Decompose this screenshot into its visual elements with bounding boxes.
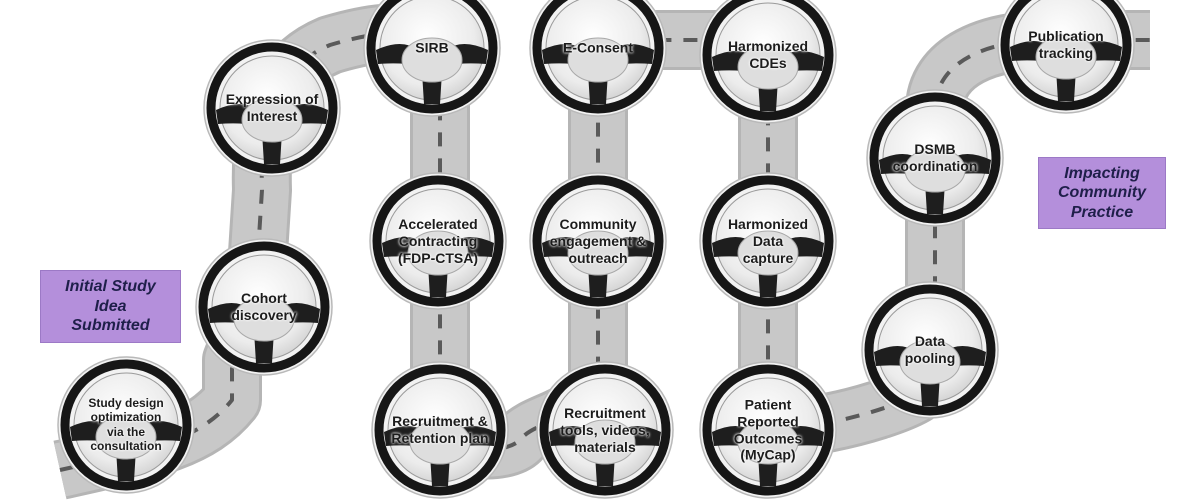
steering-wheel-icon [369, 172, 507, 310]
step-cohort-discovery: Cohort discovery [194, 237, 334, 377]
step-publication: Publication tracking [996, 0, 1136, 115]
steering-wheel-icon [57, 356, 195, 494]
step-study-design: Study design optimization via the consul… [56, 355, 196, 495]
step-sirb: SIRB [362, 0, 502, 118]
step-label: Harmonized Data capture [727, 215, 809, 266]
step-label: Harmonized CDEs [727, 38, 809, 71]
step-harmonized-data: Harmonized Data capture [698, 171, 838, 311]
steering-wheel-icon [195, 238, 333, 376]
step-accelerated-contracting: Accelerated Contracting (FDP-CTSA) [368, 171, 508, 311]
step-recruitment-tools: Recruitment tools, videos, materials [535, 360, 675, 500]
step-e-consent: E-Consent [528, 0, 668, 118]
step-label: Expression of Interest [225, 91, 319, 124]
step-label: Study design optimization via the consul… [88, 396, 164, 454]
step-label: Accelerated Contracting (FDP-CTSA) [397, 215, 479, 266]
steering-wheel-icon [861, 281, 999, 419]
step-label: Community engagement & outreach [549, 215, 647, 266]
step-patient-reported: Patient Reported Outcomes (MyCap) [698, 360, 838, 500]
step-label: E-Consent [563, 39, 633, 56]
steering-wheel-icon [371, 361, 509, 499]
step-expression-of-interest: Expression of Interest [202, 38, 342, 178]
steering-wheel-icon [699, 172, 837, 310]
step-label: Patient Reported Outcomes (MyCap) [733, 396, 803, 463]
step-recruitment-retention: Recruitment & Retention plan [370, 360, 510, 500]
milestone-impacting-community-practice: Impacting Community Practice [1038, 157, 1166, 229]
step-label: DSMB coordination [892, 141, 978, 174]
steering-wheel-icon [536, 361, 674, 499]
step-label: Cohort discovery [231, 290, 297, 323]
step-label: Data pooling [904, 333, 956, 366]
milestone-initial-study-idea-submitted: Initial Study Idea Submitted [40, 270, 181, 343]
steering-wheel-icon [997, 0, 1135, 114]
steering-wheel-icon [866, 89, 1004, 227]
step-dsmb: DSMB coordination [865, 88, 1005, 228]
step-data-pooling: Data pooling [860, 280, 1000, 420]
steering-wheel-icon [363, 0, 501, 117]
steering-wheel-icon [529, 172, 667, 310]
step-harmonized-cdes: Harmonized CDEs [698, 0, 838, 125]
steering-wheel-icon [529, 0, 667, 117]
steering-wheel-icon [699, 361, 837, 499]
step-label: Recruitment tools, videos, materials [560, 404, 650, 455]
step-label: Recruitment & Retention plan [391, 413, 489, 446]
steering-wheel-icon [699, 0, 837, 124]
steering-wheel-icon [203, 39, 341, 177]
step-label: SIRB [415, 39, 449, 56]
step-community-engagement: Community engagement & outreach [528, 171, 668, 311]
step-label: Publication tracking [1028, 28, 1104, 61]
